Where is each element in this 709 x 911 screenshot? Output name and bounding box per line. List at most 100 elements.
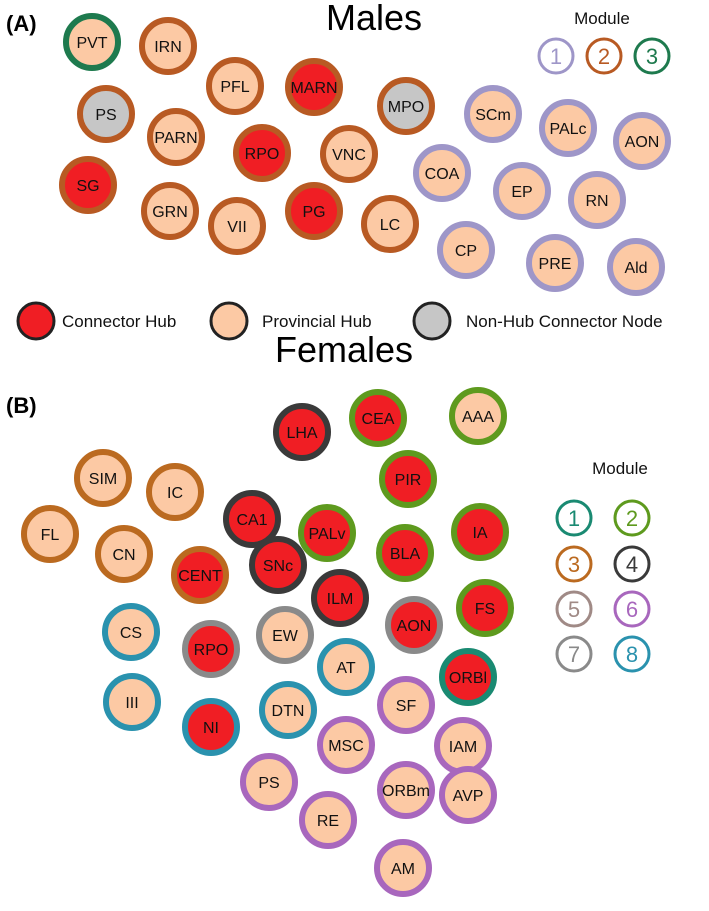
females-node-fs: FS xyxy=(456,579,514,637)
females-module-8-ring xyxy=(613,635,651,673)
females-node-snc: SNc xyxy=(249,536,307,594)
females-node-circle-snc xyxy=(249,536,307,594)
females-node-msc: MSC xyxy=(317,716,375,774)
females-node-orbl: ORBl xyxy=(439,648,497,706)
females-module-title: Module xyxy=(592,459,648,478)
females-node-circle-ni xyxy=(182,698,240,756)
males-module-2-ring xyxy=(585,37,623,75)
females-node-label-cent: CENT xyxy=(178,568,222,585)
males-node-circle-parn xyxy=(147,108,205,166)
females-node-label-ew: EW xyxy=(272,628,299,645)
females-node-circle-cea xyxy=(349,389,407,447)
node-type-legend: Connector Hub Provincial Hub Non-Hub Con… xyxy=(16,301,663,341)
females-node-label-re: RE xyxy=(317,813,339,830)
females-node-circle-msc xyxy=(317,716,375,774)
males-node-circle-mpo xyxy=(377,77,435,135)
males-node-label-irn: IRN xyxy=(154,39,182,56)
connector-hub-swatch xyxy=(16,301,56,341)
females-node-lha: LHA xyxy=(273,403,331,461)
females-node-ca1: CA1 xyxy=(223,490,281,548)
females-node-label-ca1: CA1 xyxy=(236,512,267,529)
males-node-circle-marn xyxy=(285,58,343,116)
females-module-3-label: 3 xyxy=(568,552,580,577)
females-node-circle-pir xyxy=(379,450,437,508)
females-module-6-ring xyxy=(613,590,651,628)
females-module-2-ring xyxy=(613,499,651,537)
panel-label-b: (B) xyxy=(6,393,37,418)
females-node-circle-ca1 xyxy=(223,490,281,548)
females-node-fl: FL xyxy=(21,505,79,563)
males-node-label-mpo: MPO xyxy=(388,99,424,116)
males-node-ep: EP xyxy=(493,162,551,220)
females-node-label-avp: AVP xyxy=(453,788,484,805)
males-node-palc: PALc xyxy=(539,99,597,157)
females-module-5-label: 5 xyxy=(568,597,580,622)
males-title: Males xyxy=(326,0,422,38)
females-node-circle-rpo xyxy=(182,620,240,678)
females-node-ni: NI xyxy=(182,698,240,756)
females-node-label-bla: BLA xyxy=(390,546,421,563)
females-node-circle-orbm xyxy=(377,761,435,819)
females-module-1-ring xyxy=(555,499,593,537)
females-node-ilm: ILM xyxy=(311,569,369,627)
males-node-ald: Ald xyxy=(607,238,665,296)
males-node-label-vnc: VNC xyxy=(332,147,366,164)
females-node-avp: AVP xyxy=(439,766,497,824)
females-node-label-am: AM xyxy=(391,861,415,878)
females-module-5-ring xyxy=(555,590,593,628)
males-node-coa: COA xyxy=(413,144,471,202)
females-node-palv: PALv xyxy=(298,504,356,562)
females-node-label-ic: IC xyxy=(167,485,183,502)
females-node-label-palv: PALv xyxy=(308,526,345,543)
females-node-label-lha: LHA xyxy=(286,425,317,442)
females-node-label-ilm: ILM xyxy=(327,591,354,608)
males-node-circle-sg xyxy=(59,156,117,214)
males-node-circle-pfl xyxy=(206,57,264,115)
males-node-mpo: MPO xyxy=(377,77,435,135)
females-node-circle-ic xyxy=(146,463,204,521)
females-node-circle-re xyxy=(299,791,357,849)
males-node-ps: PS xyxy=(77,85,135,143)
females-node-label-dtn: DTN xyxy=(272,703,305,720)
females-node-label-ni: NI xyxy=(203,720,219,737)
females-node-label-orbl: ORBl xyxy=(449,670,487,687)
females-node-label-cn: CN xyxy=(112,547,135,564)
females-node-label-snc: SNc xyxy=(263,558,293,575)
males-node-circle-palc xyxy=(539,99,597,157)
females-node-cn: CN xyxy=(95,525,153,583)
males-node-irn: IRN xyxy=(139,17,197,75)
females-title: Females xyxy=(275,329,413,370)
females-node-cs: CS xyxy=(102,603,160,661)
females-node-label-aon: AON xyxy=(397,618,432,635)
non-hub-label: Non-Hub Connector Node xyxy=(466,312,663,331)
males-node-label-coa: COA xyxy=(425,166,460,183)
males-node-circle-cp xyxy=(437,221,495,279)
females-module-4-ring xyxy=(613,545,651,583)
non-hub-swatch xyxy=(412,301,452,341)
females-node-circle-dtn xyxy=(259,681,317,739)
females-node-orbm: ORBm xyxy=(377,761,435,819)
females-module-7-ring xyxy=(555,635,593,673)
females-node-circle-iii xyxy=(103,673,161,731)
provincial-hub-label: Provincial Hub xyxy=(262,312,372,331)
males-node-rpo: RPO xyxy=(233,124,291,182)
females-node-re: RE xyxy=(299,791,357,849)
females-module-7-label: 7 xyxy=(568,642,580,667)
females-module-2-label: 2 xyxy=(626,506,638,531)
females-node-label-iam: IAM xyxy=(449,739,477,756)
females-node-ew: EW xyxy=(256,606,314,664)
females-node-circle-sf xyxy=(377,676,435,734)
males-node-label-ep: EP xyxy=(511,184,532,201)
females-node-label-msc: MSC xyxy=(328,738,364,755)
males-node-scm: SCm xyxy=(464,85,522,143)
males-node-sg: SG xyxy=(59,156,117,214)
males-module-1-label: 1 xyxy=(550,44,562,69)
males-node-label-cp: CP xyxy=(455,243,477,260)
males-node-label-pvt: PVT xyxy=(76,35,107,52)
males-module-title: Module xyxy=(574,9,630,28)
males-node-label-aon: AON xyxy=(625,134,660,151)
females-node-iam: IAM xyxy=(434,717,492,775)
